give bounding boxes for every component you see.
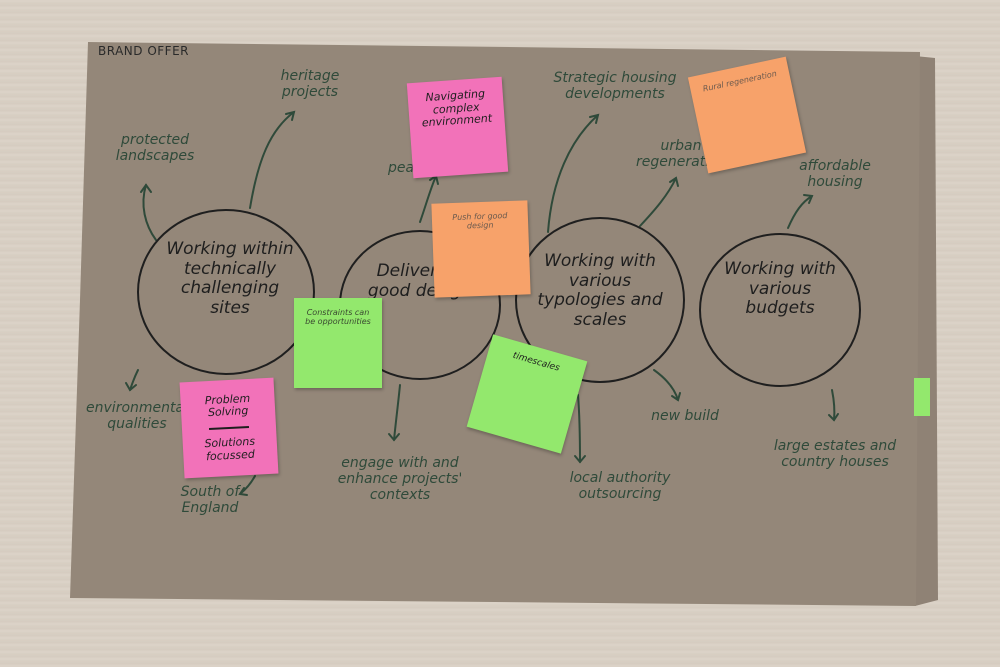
note-divider (209, 426, 249, 430)
label-local: local authority outsourcing (555, 470, 685, 502)
label-protected: protected landscapes (105, 132, 205, 164)
sticky-note-navigating[interactable]: Navigating complex environment (407, 77, 508, 178)
circle-challenging-sites: Working within technically challenging s… (160, 240, 300, 318)
circle-typologies: Working with various typologies and scal… (535, 252, 665, 330)
label-engage: engage with and enhance projects' contex… (330, 455, 470, 503)
label-strategic: Strategic housing developments (550, 70, 680, 102)
label-south: South of England (160, 484, 260, 516)
sticky-note-rural[interactable]: Rural regeneration (688, 57, 806, 174)
note-problem-text: Problem Solving (188, 392, 267, 421)
label-affordable: affordable housing (785, 158, 885, 190)
note-timescales-text: timescales (511, 351, 560, 374)
board-title: BRAND OFFER (98, 44, 189, 58)
label-heritage: heritage projects (270, 68, 350, 100)
sticky-note-problem-solving[interactable]: Problem Solving Solutions focussed (180, 378, 279, 479)
note-constraints-text: Constraints can be opportunities (302, 308, 374, 326)
note-solutions-text: Solutions focussed (191, 435, 270, 464)
circle-budgets: Working with various budgets (720, 260, 840, 319)
label-newbuild: new build (640, 408, 730, 424)
note-rural-text: Rural regeneration (702, 69, 778, 94)
label-estates: large estates and country houses (760, 438, 910, 470)
sticky-note-constraints[interactable]: Constraints can be opportunities (294, 298, 382, 388)
note-push-text: Push for good design (440, 211, 521, 232)
note-navigating-text: Navigating complex environment (415, 87, 496, 130)
label-environmental: environmental qualities (82, 400, 192, 432)
sticky-note-push[interactable]: Push for good design (431, 200, 530, 297)
